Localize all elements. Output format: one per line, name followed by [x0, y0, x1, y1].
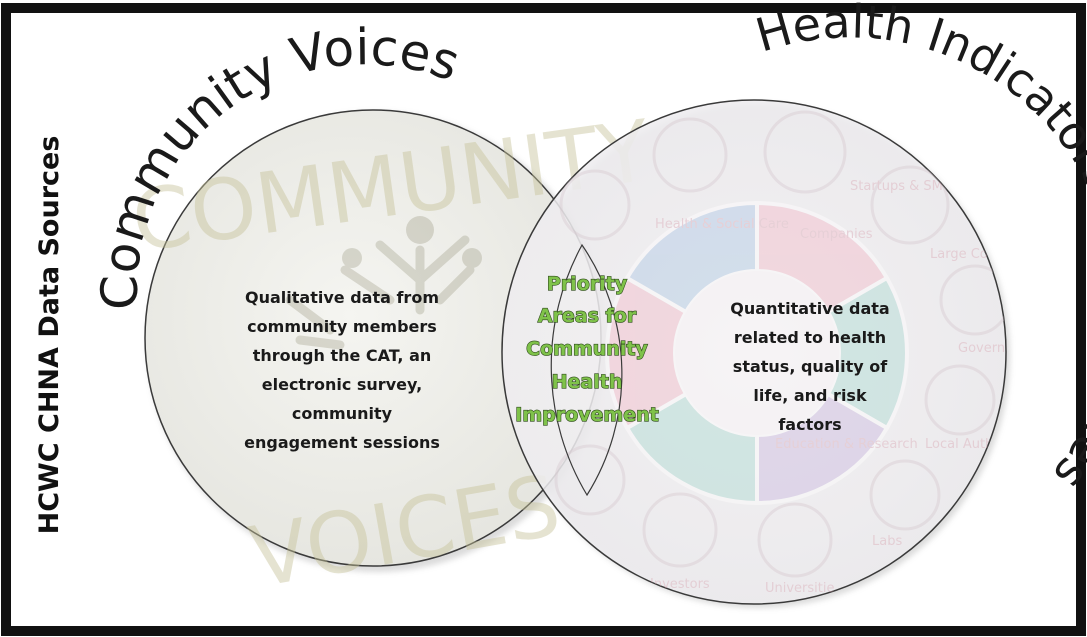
priority-line: Priority [547, 273, 628, 295]
right-description: Quantitative data related to health stat… [730, 299, 889, 434]
background-label: Startups & SM [850, 179, 943, 194]
left-description-line: electronic survey, [262, 375, 422, 394]
left-description: Qualitative data from community members … [244, 288, 440, 452]
node-circle [652, 117, 728, 193]
left-description-line: community members [247, 317, 437, 336]
node-circle [554, 444, 626, 516]
left-description-line: Qualitative data from [245, 288, 439, 307]
node-circle [939, 264, 1006, 336]
priority-areas-text: Priority Areas for Community Health Impr… [515, 272, 660, 426]
priority-line: Community [526, 338, 648, 360]
right-description-line: status, quality of [733, 357, 888, 376]
node-circle [870, 165, 950, 245]
overlap-region [550, 243, 623, 497]
node-circle [869, 459, 941, 531]
left-description-line: engagement sessions [244, 433, 440, 452]
background-label: Governments [958, 341, 1046, 356]
priority-line: Areas for [538, 305, 637, 327]
node-circle [757, 502, 833, 578]
right-circle [501, 99, 1007, 605]
right-description-line: life, and risk [753, 386, 867, 405]
right-description-line: related to health [734, 328, 886, 347]
node-circle [559, 169, 631, 241]
node-circle [642, 492, 718, 568]
ecosystem-wheel-background: Startups & SM Health & Social Care Compa… [554, 110, 1046, 596]
background-label: Education & Research [775, 437, 918, 452]
right-description-line: Quantitative data [730, 299, 889, 318]
right-description-line: factors [778, 415, 841, 434]
left-description-line: through the CAT, an [253, 346, 432, 365]
people-tree-watermark [285, 216, 482, 350]
node-circle [763, 110, 847, 194]
priority-line: Improvement [515, 404, 658, 426]
wheel-segment [624, 391, 759, 506]
side-title: HCWC CHNA Data Sources [34, 136, 65, 535]
node-circle [924, 364, 996, 436]
background-label: Universitie [765, 581, 835, 596]
wheel-segment [825, 275, 909, 431]
priority-line: Health [552, 371, 623, 393]
background-label: Companies [800, 227, 873, 242]
left-description-line: community [292, 404, 393, 423]
background-label: Labs [872, 534, 902, 549]
background-label: Local Authoritie [925, 437, 1027, 452]
background-label: Health & Social Care [655, 217, 789, 232]
wheel-segment [605, 275, 689, 431]
wheel-segment [624, 200, 759, 315]
wheel-segment [755, 391, 890, 506]
wheel-segment [755, 200, 890, 315]
